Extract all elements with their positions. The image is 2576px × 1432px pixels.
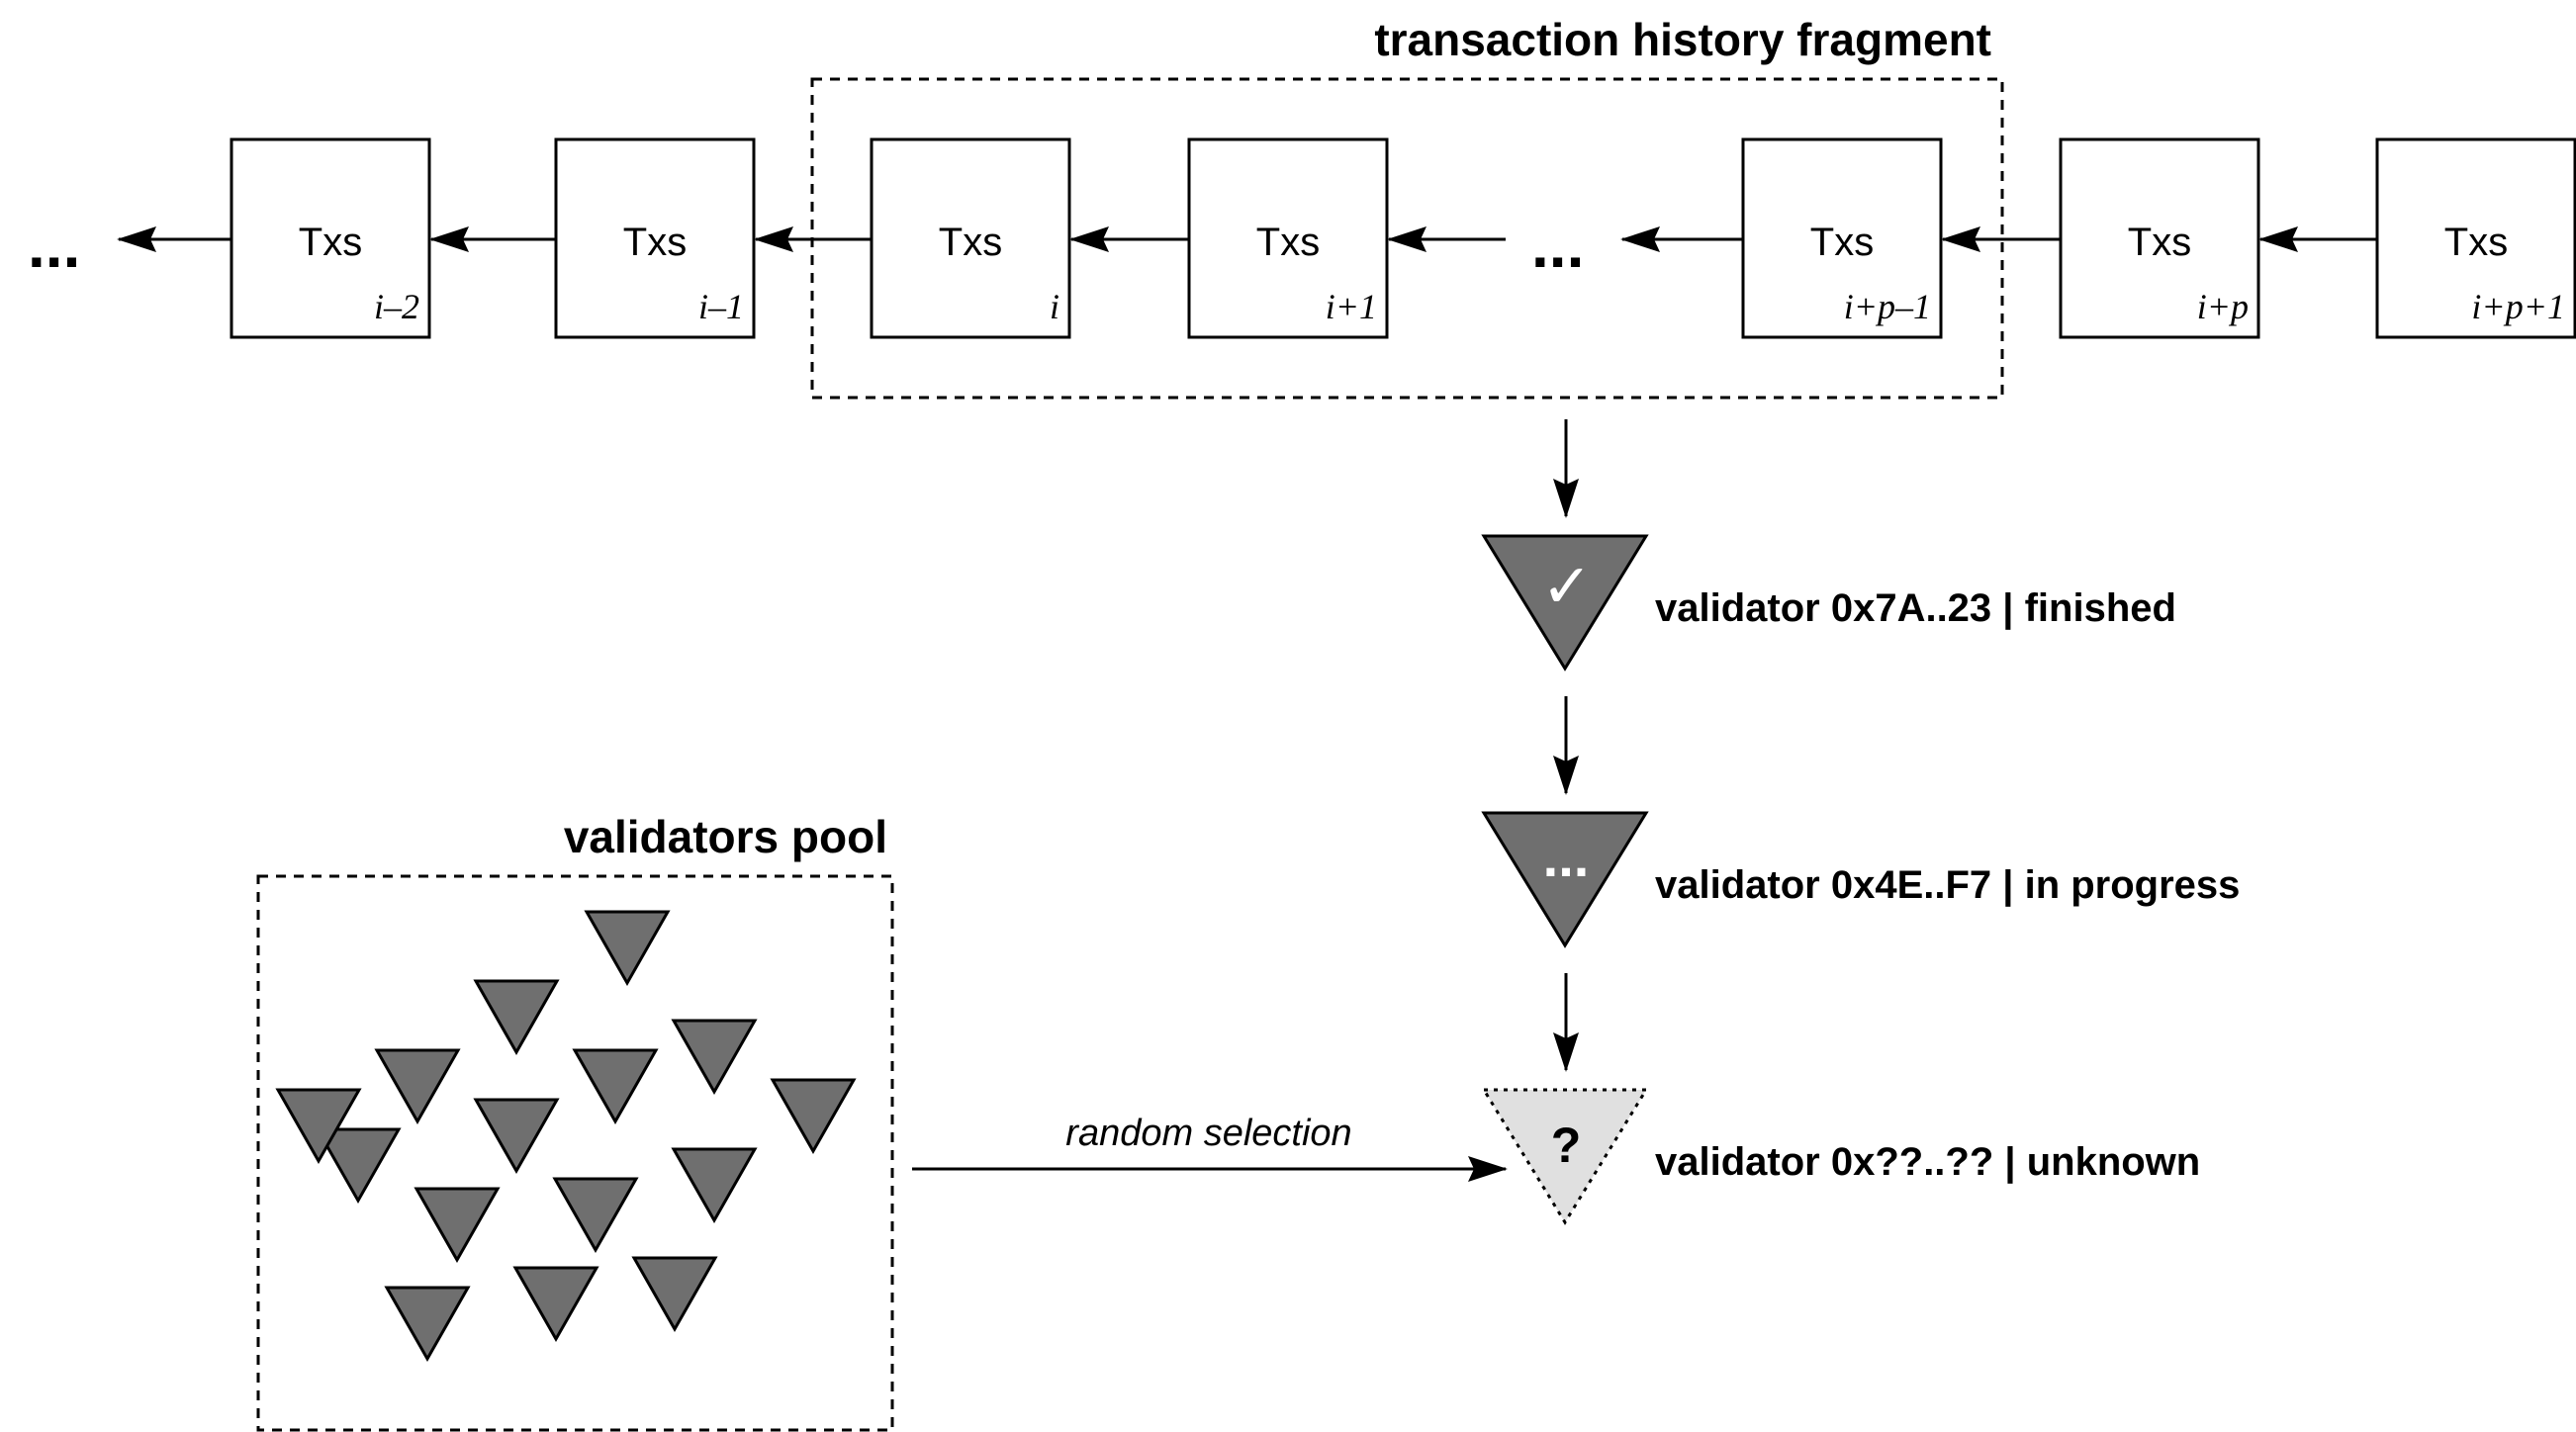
validators-pool: validators pool — [256, 811, 894, 1432]
validator-triangle — [1481, 534, 1649, 671]
chain-leading-ellipsis: ... — [28, 210, 80, 281]
pool-title: validators pool — [564, 811, 887, 862]
ellipsis-icon: ... — [1543, 826, 1590, 888]
block-label: Txs — [2444, 221, 2508, 264]
block-index: i — [1050, 287, 1059, 326]
block-label: Txs — [1256, 221, 1320, 264]
checkmark-icon: ✓ — [1541, 553, 1593, 621]
pool-validator-triangle — [315, 1127, 402, 1205]
block-i-minus-2: Txs i–2 — [230, 137, 431, 339]
pool-validators — [275, 910, 857, 1363]
block-i-minus-1: Txs i–1 — [554, 137, 756, 339]
validator-unknown: ? validator 0x??..?? | unknown — [1481, 1088, 2200, 1225]
validator-triangle — [1481, 1088, 1649, 1225]
selection-label: random selection — [1065, 1113, 1351, 1154]
chain-gap-ellipsis: ... — [1531, 210, 1584, 281]
transaction-history-fragment: transaction history fragment — [810, 14, 2004, 400]
pool-validator-triangle — [473, 1098, 560, 1175]
pool-validator-triangle — [552, 1177, 639, 1254]
block-index: i+1 — [1326, 287, 1377, 326]
pool-validator-triangle — [572, 1048, 659, 1125]
pool-validator-triangle — [384, 1286, 471, 1363]
pool-validator-triangle — [374, 1048, 461, 1125]
pool-validator-triangle — [770, 1078, 857, 1155]
block-label: Txs — [2128, 221, 2191, 264]
pool-validator-triangle — [671, 1019, 758, 1096]
block-i-plus-p-minus-1: Txs i+p–1 — [1741, 137, 1943, 339]
block-index: i+p+1 — [2471, 287, 2565, 326]
validator-label: validator 0x4E..F7 | in progress — [1655, 863, 2240, 907]
pool-validator-triangle — [473, 979, 560, 1056]
block-label: Txs — [1810, 221, 1874, 264]
fragment-title: transaction history fragment — [1374, 14, 1991, 65]
pool-validator-triangle — [631, 1256, 718, 1333]
question-icon: ? — [1551, 1118, 1582, 1173]
block-i-plus-p-plus-1: Txs i+p+1 — [2375, 137, 2576, 339]
validator-label: validator 0x??..?? | unknown — [1655, 1140, 2200, 1184]
block-i: Txs i — [870, 137, 1071, 339]
validator-in-progress: ... validator 0x4E..F7 | in progress — [1481, 811, 2240, 948]
validator-triangle — [1481, 811, 1649, 948]
block-label: Txs — [939, 221, 1002, 264]
pool-validator-triangle — [584, 910, 671, 987]
pool-validator-triangle — [414, 1187, 501, 1264]
validator-finished: ✓ validator 0x7A..23 | finished — [1481, 534, 2176, 671]
pool-validator-triangle — [671, 1147, 758, 1224]
block-label: Txs — [299, 221, 362, 264]
block-label: Txs — [623, 221, 687, 264]
validator-label: validator 0x7A..23 | finished — [1655, 586, 2176, 630]
random-selection: random selection — [912, 1113, 1508, 1182]
block-index: i+p–1 — [1844, 287, 1931, 326]
pool-validator-triangle — [275, 1088, 362, 1165]
pool-validator-triangle — [512, 1266, 599, 1343]
block-index: i–1 — [698, 287, 744, 326]
block-i-plus-p: Txs i+p — [2059, 137, 2260, 339]
block-index: i+p — [2197, 287, 2249, 326]
chain: Txs i–2 Txs i–1 Txs i Txs i+1 Txs i+p–1 … — [230, 137, 2576, 339]
block-i-plus-1: Txs i+1 — [1187, 137, 1389, 339]
block-index: i–2 — [374, 287, 419, 326]
